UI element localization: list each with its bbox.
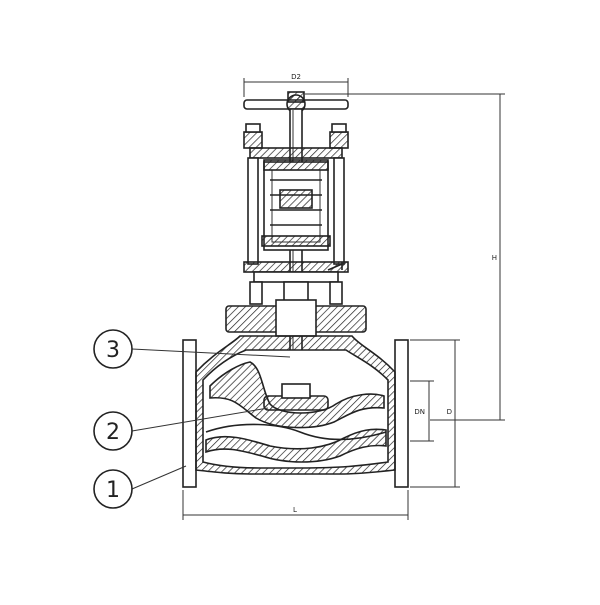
dim-height: H: [305, 93, 505, 421]
callout-2: 2: [93, 411, 133, 451]
dim-height-label: H: [492, 254, 497, 262]
dim-handwheel-label: D2: [291, 73, 301, 81]
bonnet-flange: [225, 299, 367, 337]
dim-length-label: L: [293, 506, 297, 514]
valve-body: [182, 335, 409, 488]
dim-length: L: [182, 490, 409, 520]
dim-nominal-diameter-label: DN: [414, 408, 425, 416]
yoke-frame: [243, 123, 349, 313]
callout-leaders: [131, 348, 291, 490]
callout-2-number: 2: [106, 420, 120, 445]
callout-1: 1: [93, 469, 133, 509]
callout-1-number: 1: [106, 478, 120, 503]
callout-3-number: 3: [106, 338, 120, 363]
dim-flange-diameter-label: D: [447, 408, 452, 416]
callout-3: 3: [93, 329, 133, 369]
dim-nominal-diameter: DN: [410, 380, 434, 442]
dim-flange-diameter: D: [410, 339, 460, 488]
